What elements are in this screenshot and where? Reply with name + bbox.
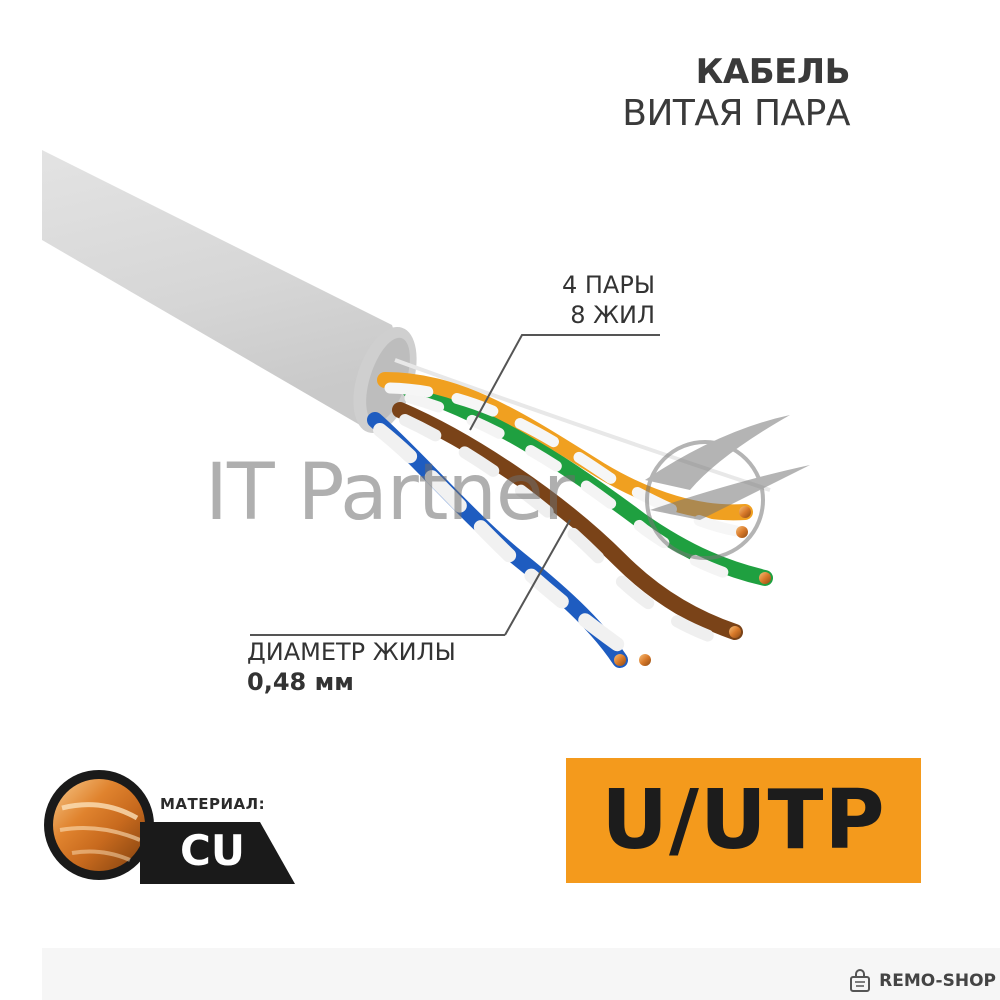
cable-type-text: U/UTP	[601, 773, 886, 868]
rip-cord	[394, 358, 771, 492]
leader-line-pairs	[469, 334, 660, 431]
watermark-logo	[645, 415, 810, 560]
wire-green-white	[404, 392, 758, 586]
shop-name: REMO-SHOP	[879, 971, 996, 991]
wire-orange-white	[384, 382, 748, 538]
material-value: CU	[180, 826, 245, 875]
diameter-callout: ДИАМЕТР ЖИЛЫ 0,48 мм	[247, 637, 456, 697]
product-title: КАБЕЛЬ ВИТАЯ ПАРА	[622, 52, 850, 136]
wire-green	[402, 382, 773, 586]
cable-jacket	[42, 150, 399, 432]
title-line-2: ВИТАЯ ПАРА	[622, 93, 850, 134]
shopping-bag-icon	[850, 969, 871, 992]
pairs-callout: 4 ПАРЫ 8 ЖИЛ	[562, 270, 655, 330]
wire-blue-white	[373, 423, 647, 667]
bottom-strip	[42, 948, 1000, 1000]
wire-brown	[392, 402, 743, 640]
diameter-value: 0,48 мм	[247, 668, 354, 696]
cable-type-badge: U/UTP	[566, 758, 921, 883]
watermark-text: IT Partner	[205, 448, 575, 538]
cores-count: 8 ЖИЛ	[570, 301, 655, 329]
material-label: МАТЕРИАЛ:	[160, 795, 266, 813]
leader-line-diameter	[250, 519, 571, 636]
title-line-1: КАБЕЛЬ	[695, 52, 851, 92]
shop-watermark: REMO-SHOP	[847, 968, 996, 994]
wire-brown-white	[399, 414, 726, 646]
pairs-count: 4 ПАРЫ	[561, 271, 655, 299]
diameter-label: ДИАМЕТР ЖИЛЫ	[247, 638, 456, 666]
copper-sample-icon	[44, 770, 154, 880]
